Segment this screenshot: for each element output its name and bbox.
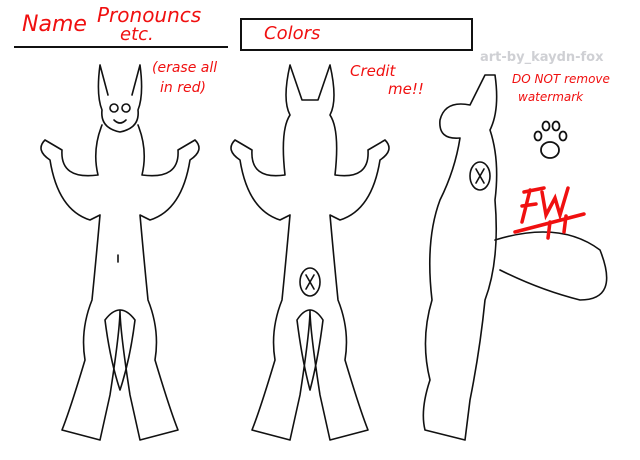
erase-note-line1: (erase all xyxy=(152,60,218,76)
watermark: art-by_kaydn-fox xyxy=(480,50,604,65)
back-view-figure xyxy=(230,64,390,441)
colors-box: Colors xyxy=(240,18,473,51)
credit-note-line1: Credit xyxy=(350,62,396,80)
erase-note-line2: in red) xyxy=(160,80,206,96)
paw-print-icon xyxy=(533,120,568,159)
side-view-figure xyxy=(422,74,608,441)
credit-note-line2: me!! xyxy=(388,80,424,98)
artist-logo xyxy=(513,186,586,240)
watermark-note-line1: DO NOT remove xyxy=(512,72,610,86)
name-underline xyxy=(14,46,228,48)
watermark-note-line2: watermark xyxy=(518,90,584,104)
name-label: Name xyxy=(22,12,87,37)
pronouns-label: Pronouncs xyxy=(97,3,202,27)
front-view-figure xyxy=(40,64,200,441)
etc-label: etc. xyxy=(120,24,154,45)
colors-label: Colors xyxy=(264,23,321,44)
